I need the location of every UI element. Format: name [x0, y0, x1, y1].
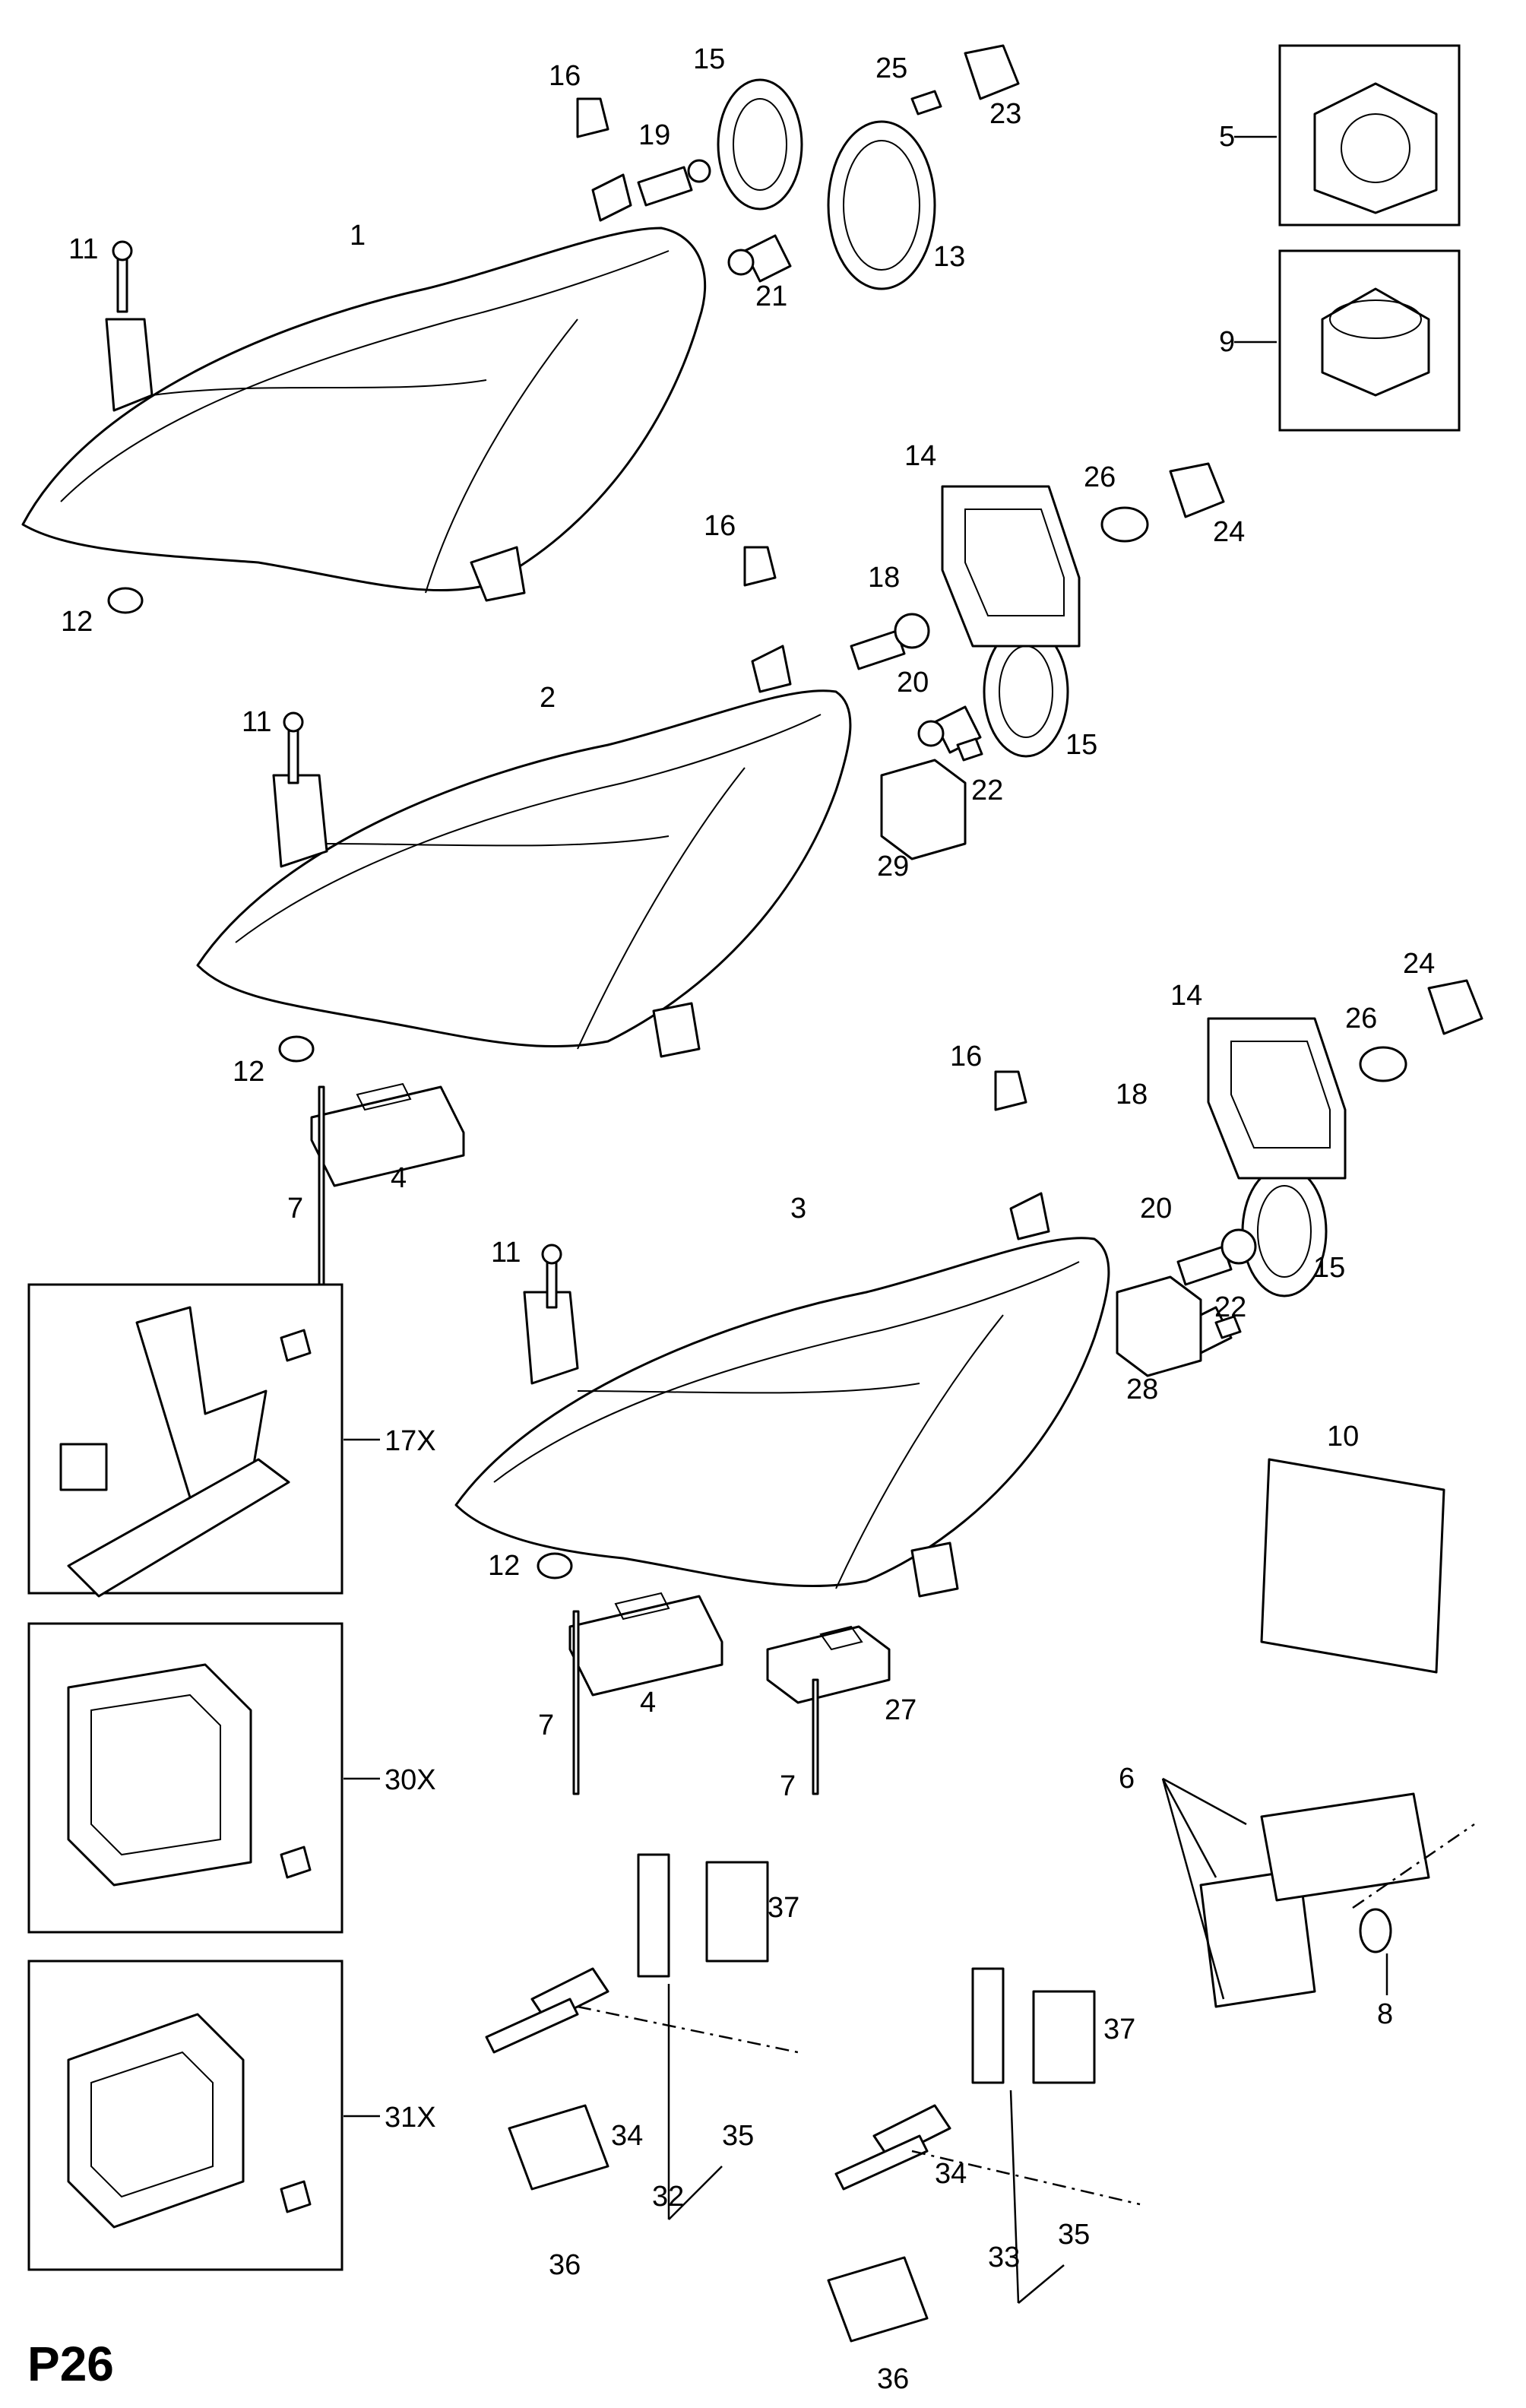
callout-18: 18 [1116, 1079, 1148, 1111]
callout-18: 18 [868, 562, 900, 594]
callout-32: 32 [652, 2181, 684, 2213]
callout-5: 5 [1219, 121, 1235, 153]
callout-28: 28 [1126, 1374, 1158, 1405]
leader-lines [344, 135, 1388, 2304]
callout-36: 36 [549, 2249, 581, 2281]
callout-labels: 1 11 12 16 15 19 21 13 25 23 5 9 14 26 2… [27, 43, 1435, 2395]
callout-24: 24 [1213, 516, 1245, 548]
callout-37: 37 [768, 1892, 799, 1924]
callout-2: 2 [540, 682, 556, 714]
callout-16: 16 [704, 510, 736, 542]
kit-label-17x: 17X [385, 1425, 436, 1457]
callout-14: 14 [1170, 980, 1202, 1012]
callout-16: 16 [950, 1041, 982, 1073]
callout-8: 8 [1377, 1998, 1393, 2030]
kit-label-31x: 31X [385, 2102, 436, 2134]
callout-1: 1 [350, 220, 366, 252]
callout-35: 35 [1058, 2219, 1090, 2251]
callout-3: 3 [790, 1193, 806, 1225]
callout-37: 37 [1103, 2014, 1135, 2045]
page-code: P26 [27, 2337, 114, 2391]
small-parts [107, 44, 1483, 2343]
callout-21: 21 [755, 280, 787, 312]
callout-16: 16 [549, 60, 581, 92]
callout-11: 11 [491, 1237, 521, 1269]
callout-15: 15 [1065, 729, 1097, 761]
callout-23: 23 [989, 98, 1021, 130]
callout-15: 15 [1313, 1252, 1345, 1284]
callout-22: 22 [971, 775, 1003, 806]
callout-33: 33 [988, 2242, 1020, 2273]
callout-26: 26 [1345, 1003, 1377, 1034]
headlamp-3 [454, 1192, 1110, 1598]
callout-6: 6 [1119, 1763, 1135, 1795]
callout-24: 24 [1403, 948, 1435, 980]
callout-7: 7 [780, 1770, 796, 1802]
callout-20: 20 [897, 667, 929, 699]
callout-12: 12 [61, 606, 93, 638]
callout-27: 27 [885, 1694, 917, 1726]
callout-15: 15 [693, 43, 725, 75]
callout-29: 29 [877, 851, 909, 882]
callout-34: 34 [611, 2120, 643, 2152]
callout-4: 4 [391, 1162, 407, 1194]
headlamp-1 [21, 173, 707, 602]
callout-13: 13 [933, 241, 965, 273]
callout-9: 9 [1219, 326, 1235, 358]
callout-12: 12 [233, 1056, 264, 1088]
callout-7: 7 [287, 1193, 303, 1225]
callout-36: 36 [877, 2363, 909, 2395]
headlamp-2 [196, 645, 852, 1058]
kit-label-30x: 30X [385, 1764, 436, 1796]
callout-20: 20 [1140, 1193, 1172, 1225]
callout-11: 11 [68, 233, 98, 265]
callout-19: 19 [638, 119, 670, 151]
callout-12: 12 [488, 1550, 520, 1582]
callout-14: 14 [904, 440, 936, 472]
callout-35: 35 [722, 2120, 754, 2152]
callout-25: 25 [875, 52, 907, 84]
callout-10: 10 [1327, 1421, 1359, 1453]
callout-11: 11 [242, 706, 271, 738]
callout-26: 26 [1084, 461, 1116, 493]
callout-22: 22 [1214, 1291, 1246, 1323]
callout-34: 34 [935, 2158, 967, 2190]
callout-4: 4 [640, 1687, 656, 1719]
callout-7: 7 [538, 1709, 554, 1741]
